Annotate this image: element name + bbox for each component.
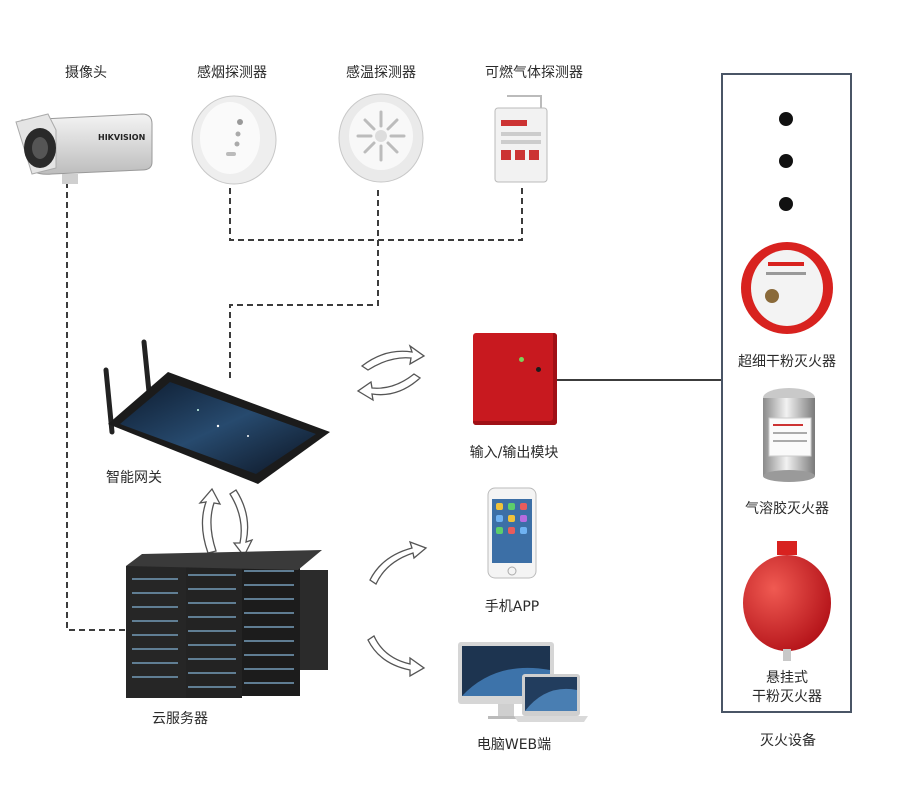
detector-gateway-link bbox=[229, 190, 379, 380]
camera-brand: HIKVISION bbox=[98, 133, 145, 142]
ellipsis-dot bbox=[779, 112, 793, 126]
io-module-label: 输入/输出模块 bbox=[469, 445, 559, 461]
aerosol-extinguisher-icon bbox=[763, 388, 815, 482]
pc-web-label: 电脑WEB端 bbox=[476, 737, 552, 753]
detector-bus bbox=[229, 188, 523, 241]
arrow-from-module bbox=[356, 373, 422, 402]
gateway-tablet-icon bbox=[103, 339, 330, 484]
arrow-to-gateway bbox=[198, 487, 222, 554]
hanging-extinguisher-icon bbox=[743, 541, 831, 661]
heat-detector-label: 感温探测器 bbox=[346, 65, 416, 81]
arrow-to-module bbox=[360, 344, 426, 371]
computer-icon bbox=[458, 642, 588, 722]
powder-extinguisher-icon bbox=[741, 242, 833, 334]
gateway-label: 智能网关 bbox=[106, 470, 162, 486]
panel-caption: 灭火设备 bbox=[760, 733, 816, 749]
extinguisher-1-label: 超细干粉灭火器 bbox=[738, 354, 836, 370]
io-module-icon bbox=[473, 333, 557, 425]
cloud-server-label: 云服务器 bbox=[152, 711, 208, 727]
smoke-detector-icon bbox=[191, 95, 277, 185]
heat-detector-icon bbox=[338, 93, 424, 183]
camera-icon: HIKVISION bbox=[15, 113, 153, 184]
smoke-detector-label: 感烟探测器 bbox=[197, 65, 267, 81]
extinguisher-2-label: 气溶胶灭火器 bbox=[745, 501, 829, 517]
arrow-to-cloud bbox=[229, 489, 254, 558]
gas-detector-icon bbox=[494, 95, 548, 183]
ellipsis-dot bbox=[779, 154, 793, 168]
smartphone-icon bbox=[487, 487, 537, 579]
ellipsis-dot bbox=[779, 197, 793, 211]
extinguisher-3-label-line2: 干粉灭火器 bbox=[752, 689, 822, 705]
server-rack-icon bbox=[126, 550, 328, 698]
camera-label: 摄像头 bbox=[65, 65, 107, 81]
arrow-to-phone bbox=[369, 540, 428, 585]
arrow-to-pc bbox=[367, 635, 426, 678]
extinguisher-3-label-line1: 悬挂式 bbox=[766, 670, 808, 686]
gas-detector-label: 可燃气体探测器 bbox=[485, 65, 583, 81]
phone-app-label: 手机APP bbox=[484, 599, 540, 615]
